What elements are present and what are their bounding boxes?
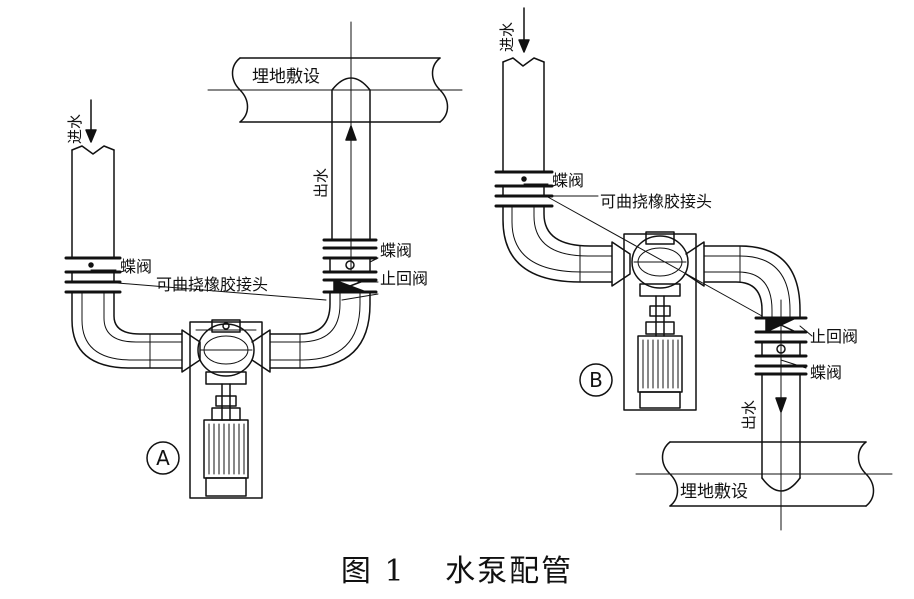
panel-a-check-valve-label: 止回阀: [380, 269, 428, 288]
panel-b: [494, 7, 893, 531]
panel-b-pump: [631, 231, 689, 297]
panel-a-buried-pipe: [207, 57, 463, 123]
panel-b-flex-joint-label: 可曲挠橡胶接头: [600, 192, 712, 211]
panel-b-check-valve-label: 止回阀: [810, 327, 858, 346]
panel-a-outlet-butterfly-valve-label: 蝶阀: [380, 241, 412, 260]
pump-piping-diagram: 进水 出水 埋地敷设 蝶阀 可曲挠橡胶接头 蝶阀 止回阀 A 进水 出水 埋地敷…: [64, 7, 893, 531]
panel-b-inlet-butterfly-valve: [494, 170, 554, 208]
panel-a-inlet-pipe: [71, 99, 115, 259]
panel-b-marker-circle: [579, 363, 613, 397]
panel-a-inlet-butterfly-valve: [64, 256, 122, 294]
panel-b-inlet-butterfly-valve-label: 蝶阀: [552, 171, 584, 190]
panel-b-leaders: [523, 183, 813, 369]
panel-b-buried-pipe: [635, 441, 893, 507]
panel-a-outlet-elbow: [251, 291, 371, 373]
panel-b-marker-label: B: [589, 368, 603, 392]
panel-b-outlet-pipe: [761, 299, 801, 531]
figure-title: 水泵配管: [445, 554, 574, 589]
panel-b-inlet-pipe: [502, 7, 545, 173]
panel-a: [64, 21, 463, 499]
panel-a-outlet-butterfly-valve: [322, 238, 378, 274]
panel-b-inlet-elbow: [502, 205, 631, 287]
panel-a-buried-label: 埋地敷设: [252, 67, 320, 87]
panel-a-flex-joint-label: 可曲挠橡胶接头: [156, 275, 268, 294]
panel-a-outlet-pipe: [331, 21, 371, 271]
panel-a-leaders: [90, 257, 379, 301]
figure-number: 图 1: [340, 554, 406, 589]
panel-a-coupling: [211, 383, 241, 421]
panel-b-coupling: [645, 295, 675, 337]
panel-a-inlet-butterfly-valve-label: 蝶阀: [120, 257, 152, 276]
panel-b-outlet-butterfly-valve-label: 蝶阀: [810, 363, 842, 382]
panel-a-motor: [203, 419, 249, 497]
panel-a-pump-base: [189, 321, 263, 499]
panel-a-outlet-label: 出水: [312, 168, 330, 198]
panel-b-outlet-label: 出水: [740, 400, 758, 430]
panel-b-buried-label: 埋地敷设: [680, 482, 748, 502]
panel-a-check-valve: [322, 278, 378, 294]
panel-b-inlet-label: 进水: [498, 22, 516, 52]
panel-a-pump: [197, 319, 255, 385]
figure-caption: 图 1 水泵配管: [0, 546, 914, 590]
panel-a-inlet-label: 进水: [66, 114, 84, 144]
panel-b-motor: [637, 335, 683, 409]
panel-b-pump-base: [623, 233, 697, 411]
panel-a-inlet-elbow: [71, 291, 201, 373]
panel-b-outlet-elbow: [685, 241, 801, 319]
panel-a-marker-label: A: [156, 446, 170, 470]
panel-a-marker-circle: [146, 441, 180, 475]
